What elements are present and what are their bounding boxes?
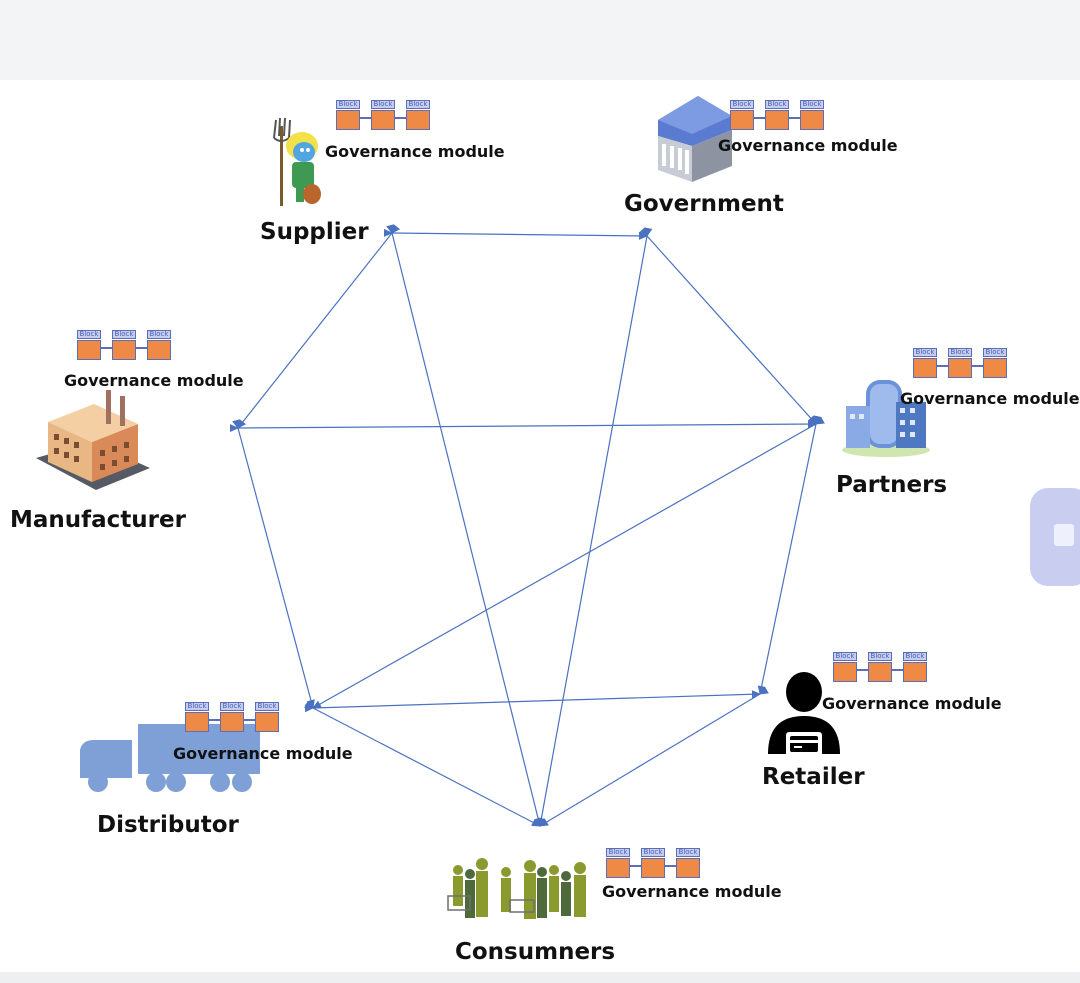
node-label-distributor: Distributor [97,812,239,838]
governance-module-partners: Governance module [900,389,1080,408]
speaker-icon [1054,524,1074,546]
chain-link [892,669,904,671]
blockchain-government: Block Block Block [730,100,830,130]
governance-module-government: Governance module [718,136,898,155]
block-icon: Block [676,848,700,878]
block-icon: Block [833,652,857,682]
crowd-icon [444,856,596,926]
node-label-partners: Partners [836,472,948,498]
block-icon: Block [606,848,630,878]
farmer-icon [266,116,326,208]
edge-government-consumers [537,227,653,827]
block-icon: Block [406,100,430,130]
block-icon: Block [255,702,279,732]
edge-supplier-manufacturer [237,224,401,429]
block-icon: Block [948,348,972,378]
edge-government-partners [638,227,817,425]
chain-link [789,117,801,119]
edge-manufacturer-partners [229,420,817,433]
governance-module-retailer: Governance module [822,694,1002,713]
node-label-retailer: Retailer [762,764,865,790]
block-icon: Block [371,100,395,130]
chain-link [136,347,148,349]
governance-module-distributor: Governance module [173,744,353,763]
block-icon: Block [903,652,927,682]
blockchain-manufacturer: Block Block Block [77,330,177,360]
node-label-consumers: Consumners [455,939,616,965]
chain-link [630,865,642,867]
truck-icon [76,720,262,794]
chain-link [360,117,372,119]
factory-icon [36,386,152,498]
node-label-supplier: Supplier [260,219,369,245]
node-label-manufacturer: Manufacturer [10,507,186,533]
blockchain-supplier: Block Block Block [336,100,436,130]
person-with-card-icon [764,670,844,756]
node-label-government: Government [624,191,784,217]
block-icon: Block [765,100,789,130]
block-icon: Block [147,330,171,360]
block-icon: Block [220,702,244,732]
chain-link [395,117,407,119]
chain-link [209,719,221,721]
chain-link [937,365,949,367]
block-icon: Block [868,652,892,682]
chain-link [665,865,677,867]
government-building-icon [652,90,736,182]
bottom-band [0,972,1080,983]
governance-module-manufacturer: Governance module [64,371,244,390]
edge-manufacturer-distributor [232,419,315,709]
blockchain-consumers: Block Block Block [606,848,706,878]
block-icon: Block [913,348,937,378]
top-band [0,0,1080,80]
edge-supplier-government [383,228,648,240]
blockchain-distributor: Block Block Block [185,702,285,732]
governance-module-consumers: Governance module [602,882,782,901]
blockchain-partners: Block Block Block [913,348,1013,378]
block-icon: Block [800,100,824,130]
block-icon: Block [730,100,754,130]
chain-link [972,365,984,367]
block-icon: Block [336,100,360,130]
block-icon: Block [77,330,101,360]
edge-supplier-consumers [386,224,542,827]
chain-link [101,347,113,349]
edge-partners-distributor [312,416,825,709]
chain-link [244,719,256,721]
edge-retailer-consumers [539,686,769,827]
chain-link [754,117,766,119]
blockchain-retailer: Block Block Block [833,652,933,682]
block-icon: Block [641,848,665,878]
block-icon: Block [185,702,209,732]
office-building-icon [840,372,932,458]
side-panel-tab[interactable] [1030,488,1080,586]
block-icon: Block [112,330,136,360]
block-icon: Block [983,348,1007,378]
edge-distributor-retailer [304,690,761,713]
governance-module-supplier: Governance module [325,142,505,161]
edge-partners-retailer [757,415,822,695]
edge-distributor-consumers [304,700,541,827]
chain-link [857,669,869,671]
